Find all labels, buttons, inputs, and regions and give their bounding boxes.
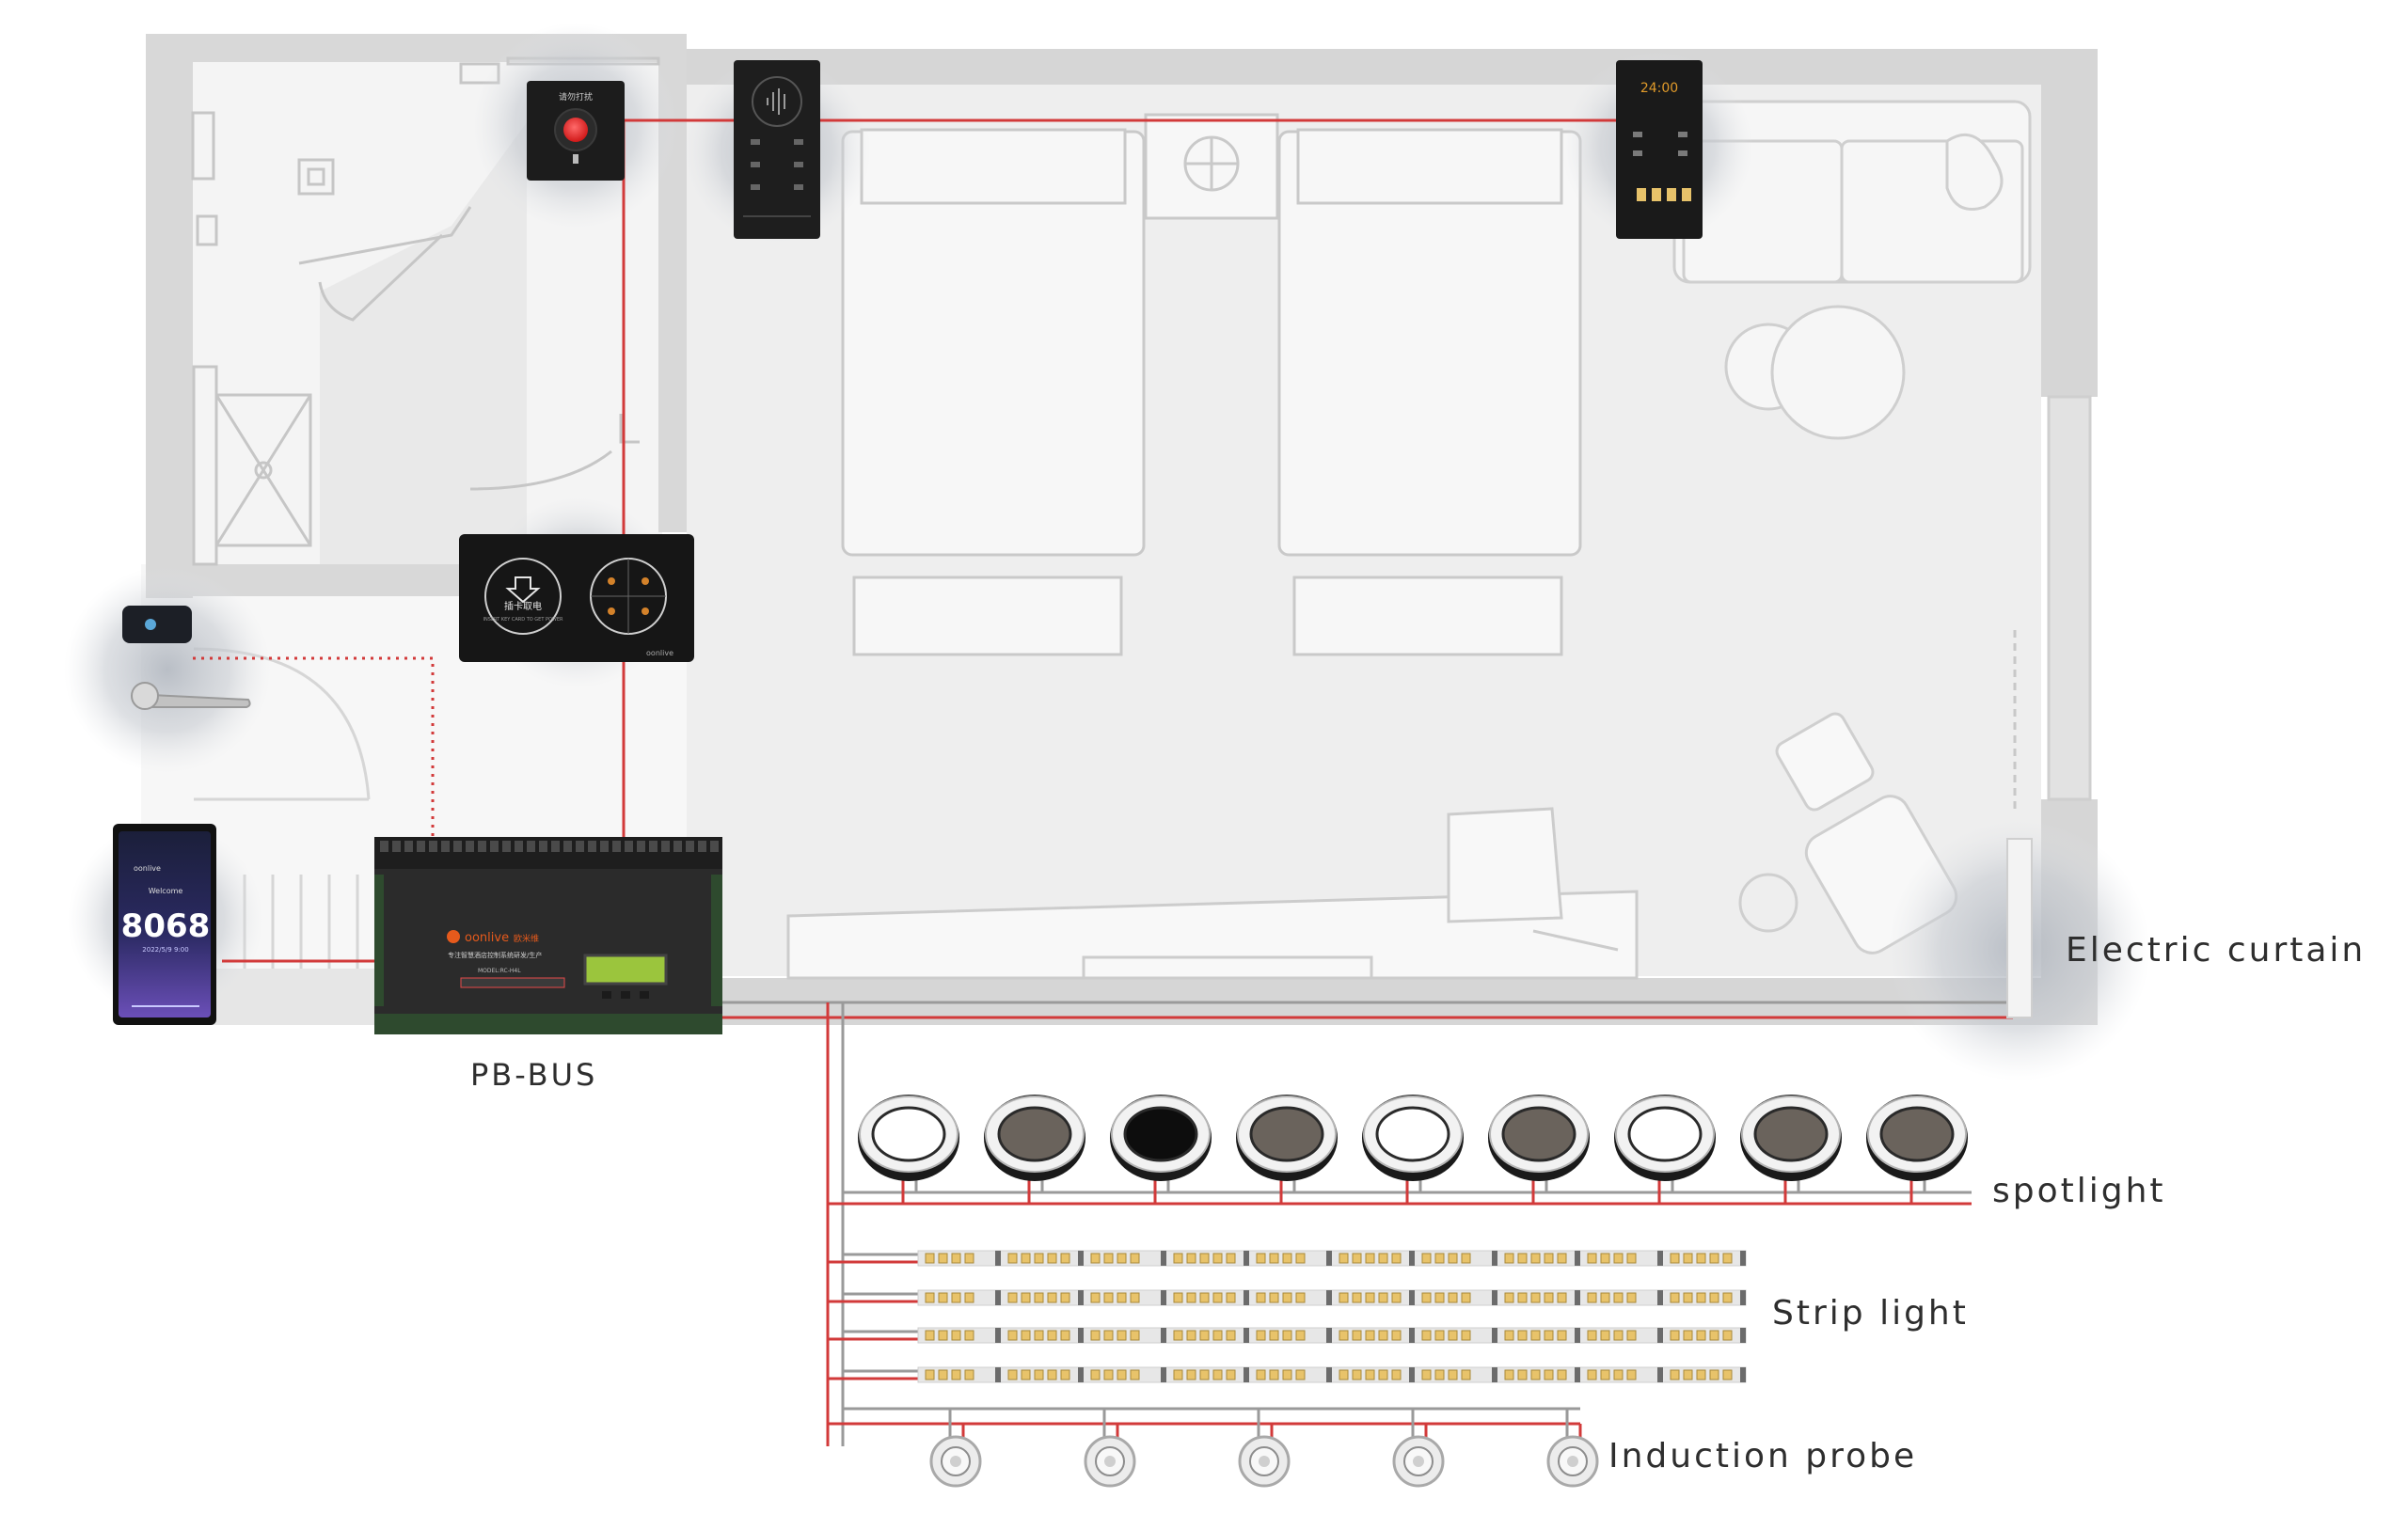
induction-probe-group — [828, 1407, 1599, 1488]
voice-control-panel — [734, 60, 820, 239]
spotlight — [1488, 1095, 1590, 1204]
bench-left — [852, 576, 1123, 656]
strip-light — [828, 1250, 1747, 1267]
beds — [841, 113, 1582, 656]
induction-probe — [1546, 1409, 1599, 1488]
induction-probe — [1238, 1409, 1291, 1488]
controller-subtitle: 专注智慧酒店控制系统研发/生产 — [448, 951, 542, 959]
spotlight — [1866, 1095, 1968, 1204]
doorplate-date: 2022/5/9 9:00 — [142, 946, 188, 954]
doorplate-welcome: Welcome — [149, 887, 183, 895]
spotlight — [1236, 1095, 1338, 1204]
spotlight-group — [828, 1095, 1972, 1206]
card-power-switch: 插卡取电 INSERT KEY CARD TO GET POWER oonliv… — [459, 534, 694, 662]
induction-probe — [929, 1409, 982, 1488]
strip-light-label: Strip light — [1772, 1294, 1969, 1333]
pillow-left — [860, 128, 1127, 205]
electronic-doorplate: oonlive Welcome 8068 2022/5/9 9:00 — [113, 824, 216, 1025]
card-switch-text: 插卡取电 — [504, 600, 542, 612]
window-right — [2047, 395, 2092, 801]
bench-right — [1292, 576, 1563, 656]
entry-area — [193, 647, 371, 969]
service-panel-text: 请勿打扰 — [559, 91, 593, 103]
door-lock — [122, 606, 251, 710]
spotlight — [858, 1095, 959, 1204]
induction-probe — [1084, 1409, 1136, 1488]
desk — [786, 807, 1639, 980]
bathroom-tile-area — [320, 122, 527, 564]
lounge-furniture — [1672, 100, 2032, 440]
strip-light — [828, 1327, 1747, 1344]
card-switch-brand: oonlive — [646, 649, 673, 657]
strip-light-group — [828, 1250, 1747, 1383]
electric-curtain — [2006, 838, 2033, 1018]
pillow-right — [1296, 128, 1563, 205]
strip-light — [828, 1366, 1747, 1383]
doorplate-brand: oonlive — [134, 864, 161, 873]
bathroom-fixtures — [191, 56, 660, 566]
pb-bus-label: PB-BUS — [470, 1057, 597, 1093]
room-number: 8068 — [121, 907, 211, 945]
spotlight-label: spotlight — [1992, 1172, 2166, 1210]
electric-curtain-label: Electric curtain — [2066, 931, 2366, 970]
spotlight — [1740, 1095, 1842, 1204]
strip-light — [828, 1289, 1747, 1306]
bathroom-wall-left — [146, 34, 193, 598]
spotlight — [1110, 1095, 1212, 1204]
controller-brand: oonlive — [465, 931, 509, 945]
thermostat-time: 24:00 — [1640, 81, 1678, 96]
card-switch-sub: INSERT KEY CARD TO GET POWER — [483, 617, 564, 623]
pb-bus-controller: oonlive 欧米维 专注智慧酒店控制系统研发/生产 MODEL:RC-H4L — [374, 837, 722, 1034]
service-call-button: 请勿打扰 — [527, 81, 625, 181]
controller-brand-cn: 欧米维 — [514, 933, 539, 944]
controller-model: MODEL:RC-H4L — [478, 968, 521, 974]
induction-probe — [1392, 1409, 1445, 1488]
spotlight — [984, 1095, 1085, 1204]
wall-top — [687, 49, 2098, 85]
round-table — [1770, 305, 1906, 440]
spotlight — [1362, 1095, 1464, 1204]
induction-probe-label: Induction probe — [1608, 1437, 1917, 1475]
wall-right-upper — [2041, 49, 2098, 397]
spotlight — [1614, 1095, 1716, 1204]
thermostat-panel: 24:00 — [1616, 60, 1703, 239]
